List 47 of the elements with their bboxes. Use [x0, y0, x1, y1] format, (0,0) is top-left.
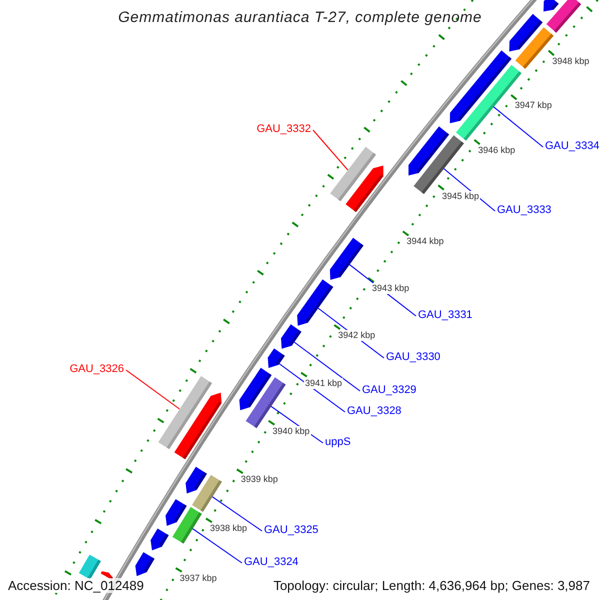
leader-line [126, 370, 180, 410]
scale-label: 3947 kbp [514, 100, 553, 112]
gene-block [150, 528, 169, 550]
gene-block [268, 348, 285, 368]
leader-line [493, 106, 544, 148]
scale-label: 3946 kbp [477, 145, 516, 156]
gene-block [246, 377, 286, 428]
gene-label: GAU_3334 [545, 139, 600, 153]
gene-block [281, 324, 302, 349]
gene-block [192, 474, 222, 512]
gene-label: GAU_3324 [244, 555, 298, 569]
scale-label: 3940 kbp [272, 426, 311, 437]
scale-label: 3944 kbp [406, 236, 445, 248]
scale-label: 3943 kbp [371, 283, 410, 294]
scale-label: 3945 kbp [441, 190, 480, 202]
gene-block [346, 166, 384, 212]
footer-text: Topology: circular; Length: 4,636,964 bp; Genes: 3,987 [271, 578, 592, 593]
gene-block [174, 392, 222, 460]
gene-block [546, 0, 582, 33]
leader-line [294, 342, 360, 392]
scale-label: 3938 kbp [208, 523, 248, 534]
gene-block [297, 279, 334, 326]
scale-label: 3937 kbp [178, 572, 218, 584]
scale-label: 3939 kbp [240, 474, 279, 486]
gene-block [544, 0, 559, 12]
leader-line [212, 496, 262, 532]
scale-label: 3942 kbp [337, 330, 376, 342]
scale-label: 3948 kbp [551, 56, 590, 67]
gene-label: GAU_3333 [497, 203, 552, 217]
title: Gemmatimonas aurantiaca T-27, complete genome [118, 8, 482, 28]
gene-label: GAU_3330 [386, 350, 440, 364]
footer-text: Accession: NC_012489 [6, 578, 146, 593]
gene-label: GAU_3331 [418, 308, 472, 322]
gene-label: GAU_3326 [70, 362, 124, 376]
gene-label: GAU_3332 [256, 122, 311, 136]
gene-block [515, 27, 554, 69]
scale-label: 3941 kbp [304, 378, 344, 389]
leader-line [192, 528, 242, 564]
gene-label: GAU_3325 [264, 523, 318, 537]
gene-block [330, 238, 364, 280]
gene-label: GAU_3328 [347, 404, 402, 418]
gene-block [135, 552, 154, 576]
gene-block [172, 507, 202, 544]
leader-line [312, 130, 348, 170]
gene-label: GAU_3329 [362, 383, 416, 397]
gene-block [414, 135, 464, 194]
gene-label: uppS [325, 435, 351, 449]
